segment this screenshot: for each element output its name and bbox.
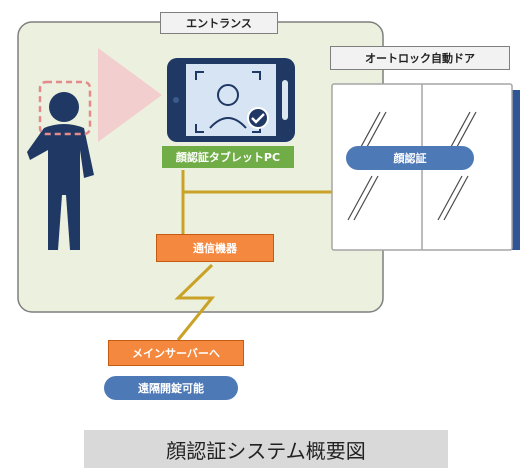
lightning-link-icon — [174, 263, 216, 341]
remote-unlock-pill: 遠隔開錠可能 — [104, 376, 238, 400]
diagram-caption: 顔認証システム概要図 — [84, 430, 448, 468]
door-auth-pill: 顔認証 — [346, 146, 474, 170]
tablet-device — [167, 58, 295, 142]
tablet-label: 顔認証タブレットPC — [162, 146, 294, 168]
entrance-label: エントランス — [160, 12, 278, 34]
network-lines — [181, 170, 335, 234]
person-icon — [27, 92, 94, 250]
comm-device-label: 通信機器 — [156, 234, 274, 262]
auto-door — [331, 83, 520, 251]
auto-lock-door-label: オートロック自動ドア — [330, 46, 510, 70]
face-scan-icon — [195, 71, 261, 133]
face-detect-box — [38, 80, 92, 136]
scan-beam — [98, 48, 162, 142]
main-server-label: メインサーバーへ — [108, 340, 244, 366]
checkmark-icon — [247, 107, 269, 129]
